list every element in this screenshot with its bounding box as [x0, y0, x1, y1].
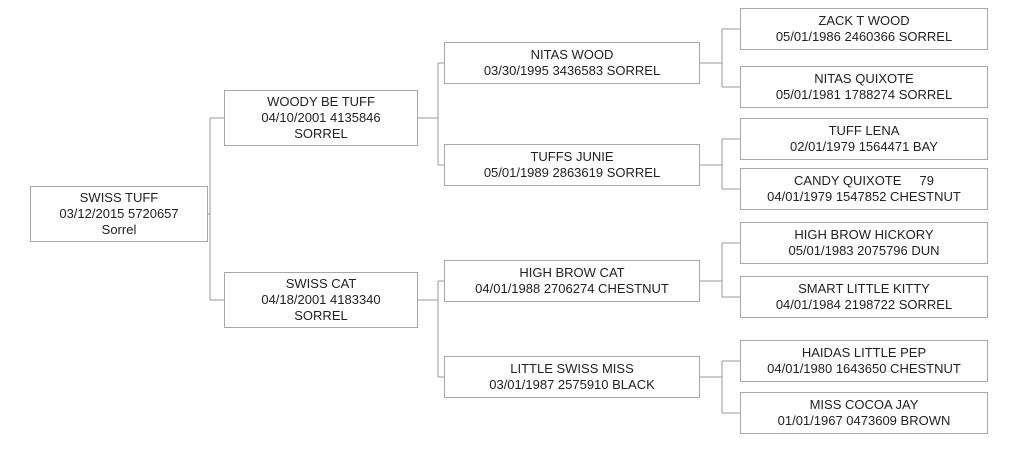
sire-box: WOODY BE TUFF 04/10/2001 4135846 SORREL [224, 90, 418, 146]
ancestor-box: HAIDAS LITTLE PEP 04/01/1980 1643650 CHE… [740, 340, 988, 382]
dam-box: SWISS CAT 04/18/2001 4183340 SORREL [224, 272, 418, 328]
ancestor-details: 05/01/1983 2075796 DUN [788, 243, 940, 258]
subject-color: Sorrel [101, 222, 137, 237]
sire-sire-details: 03/30/1995 3436583 SORREL [483, 63, 661, 78]
sire-dam-name: TUFFS JUNIE [530, 149, 614, 164]
sire-dam-details: 05/01/1989 2863619 SORREL [483, 165, 661, 180]
ancestor-name: NITAS QUIXOTE [814, 71, 914, 86]
dam-dam-details: 03/01/1987 2575910 BLACK [489, 377, 655, 392]
ancestor-box: NITAS QUIXOTE 05/01/1981 1788274 SORREL [740, 66, 988, 108]
sire-details: 04/10/2001 4135846 [261, 110, 381, 125]
ancestor-details: 05/01/1981 1788274 SORREL [775, 87, 953, 102]
ancestor-details: 04/01/1980 1643650 CHESTNUT [767, 361, 961, 376]
ancestor-name: HAIDAS LITTLE PEP [801, 345, 927, 360]
ancestor-name: CANDY QUIXOTE 79 [794, 173, 934, 188]
dam-name: SWISS CAT [285, 276, 357, 291]
dam-color: SORREL [294, 308, 348, 323]
ancestor-details: 01/01/1967 0473609 BROWN [777, 413, 951, 428]
ancestor-details: 05/01/1986 2460366 SORREL [775, 29, 953, 44]
ancestor-details: 04/01/1979 1547852 CHESTNUT [767, 189, 961, 204]
ancestor-box: CANDY QUIXOTE 79 04/01/1979 1547852 CHES… [740, 168, 988, 210]
ancestor-box: HIGH BROW HICKORY 05/01/1983 2075796 DUN [740, 222, 988, 264]
dam-dam-name: LITTLE SWISS MISS [510, 361, 634, 376]
subject-name: SWISS TUFF [79, 190, 159, 205]
ancestor-details: 02/01/1979 1564471 BAY [790, 139, 938, 154]
dam-sire-box: HIGH BROW CAT 04/01/1988 2706274 CHESTNU… [444, 260, 700, 302]
subject-box: SWISS TUFF 03/12/2015 5720657 Sorrel [30, 186, 208, 242]
sire-sire-box: NITAS WOOD 03/30/1995 3436583 SORREL [444, 42, 700, 84]
subject-details: 03/12/2015 5720657 [59, 206, 179, 221]
dam-dam-box: LITTLE SWISS MISS 03/01/1987 2575910 BLA… [444, 356, 700, 398]
ancestor-name: TUFF LENA [828, 123, 900, 138]
ancestor-box: ZACK T WOOD 05/01/1986 2460366 SORREL [740, 8, 988, 50]
sire-name: WOODY BE TUFF [267, 94, 375, 109]
dam-details: 04/18/2001 4183340 [261, 292, 381, 307]
sire-dam-box: TUFFS JUNIE 05/01/1989 2863619 SORREL [444, 144, 700, 186]
ancestor-details: 04/01/1984 2198722 SORREL [775, 297, 953, 312]
dam-sire-name: HIGH BROW CAT [519, 265, 625, 280]
ancestor-name: MISS COCOA JAY [809, 397, 919, 412]
ancestor-name: SMART LITTLE KITTY [798, 281, 930, 296]
ancestor-box: MISS COCOA JAY 01/01/1967 0473609 BROWN [740, 392, 988, 434]
sire-sire-name: NITAS WOOD [530, 47, 614, 62]
ancestor-name: HIGH BROW HICKORY [794, 227, 934, 242]
ancestor-box: SMART LITTLE KITTY 04/01/1984 2198722 SO… [740, 276, 988, 318]
dam-sire-details: 04/01/1988 2706274 CHESTNUT [475, 281, 669, 296]
ancestor-box: TUFF LENA 02/01/1979 1564471 BAY [740, 118, 988, 160]
ancestor-name: ZACK T WOOD [818, 13, 910, 28]
sire-color: SORREL [294, 126, 348, 141]
